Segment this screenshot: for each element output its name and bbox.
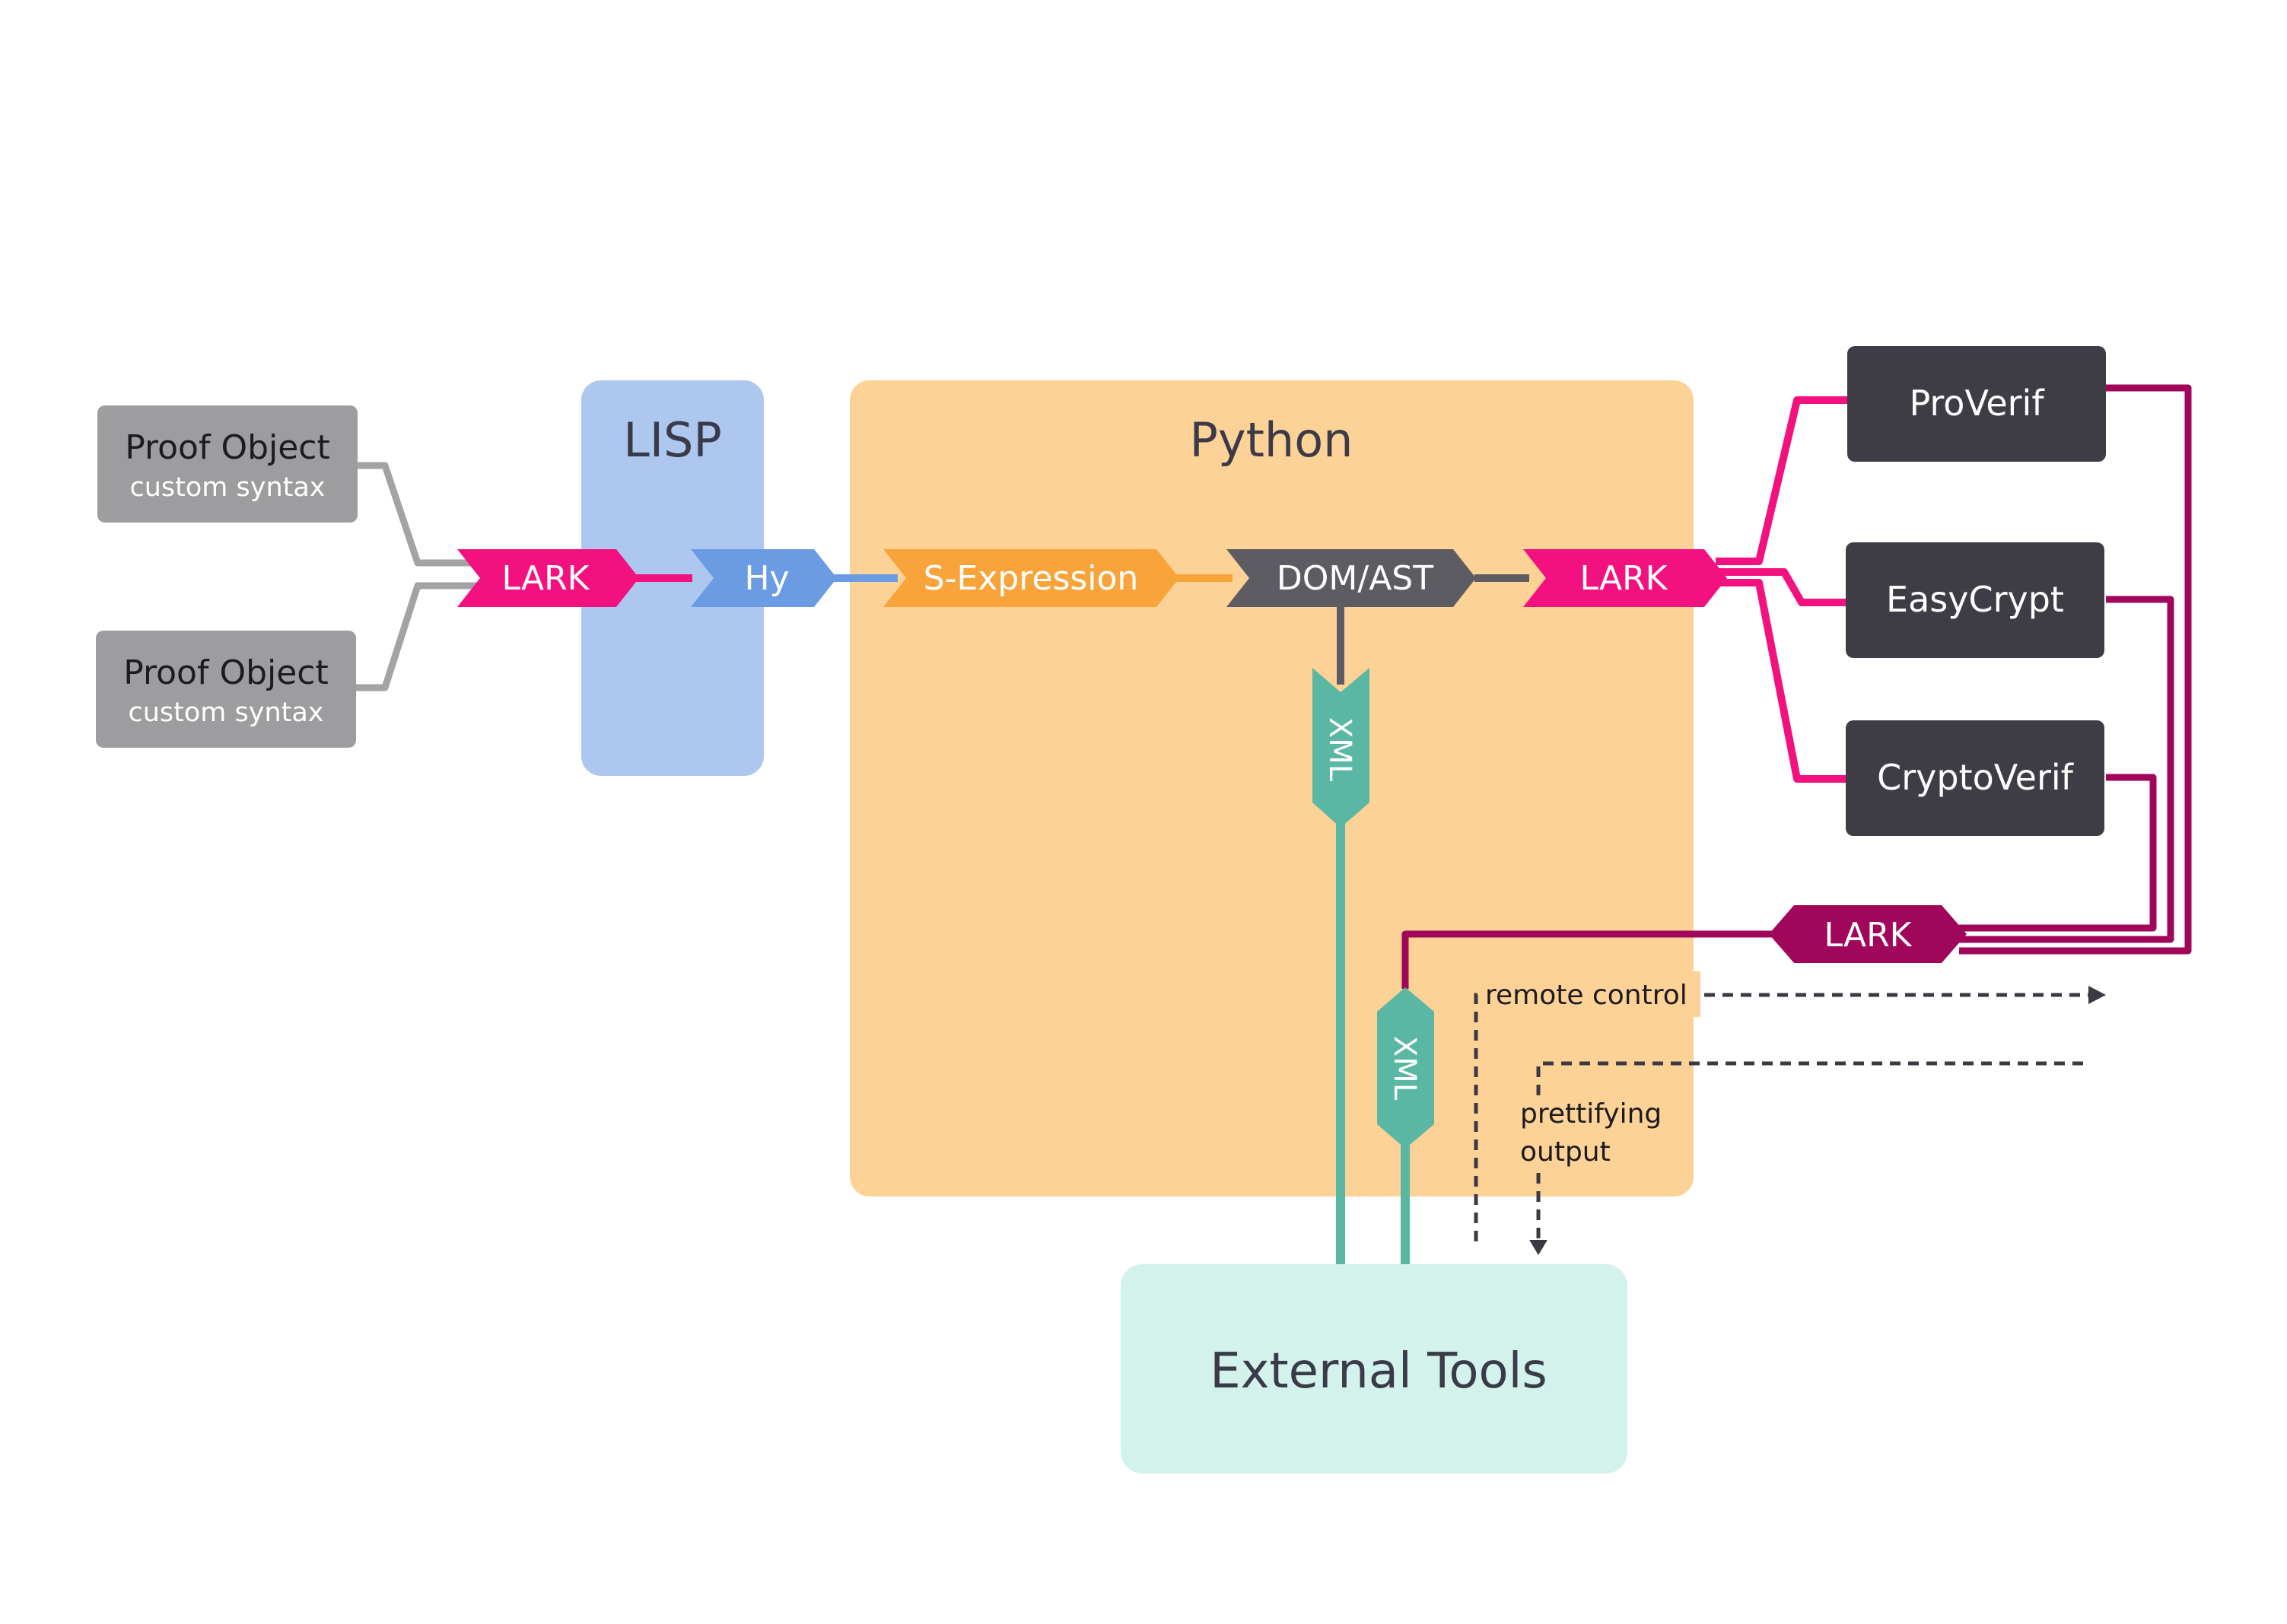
lark-return-tag bbox=[1769, 905, 1967, 963]
remote-control-arrowhead bbox=[2088, 986, 2106, 1004]
proof-object-subtitle-2: custom syntax bbox=[128, 698, 323, 728]
prettifying-label-line1: prettifying bbox=[1520, 1098, 1662, 1130]
prettifying-arrowhead bbox=[1529, 1240, 1547, 1255]
lark-output-label: LARK bbox=[1579, 559, 1668, 598]
external-tools-panel bbox=[1121, 1264, 1627, 1473]
lark-output-tag bbox=[1523, 549, 1727, 607]
prettifying-label-line2: output bbox=[1520, 1136, 1611, 1168]
lark-tool-connectors bbox=[1716, 396, 1850, 783]
remote-control-arrow bbox=[1474, 993, 2088, 1241]
dom-ast-tag bbox=[1226, 549, 1476, 607]
return-connectors bbox=[1401, 384, 2192, 989]
hy-label: Hy bbox=[744, 559, 789, 598]
proverif-box bbox=[1847, 346, 2106, 462]
lisp-title: LISP bbox=[623, 412, 722, 468]
dom-ast-label: DOM/AST bbox=[1277, 559, 1433, 598]
proverif-label: ProVerif bbox=[1909, 383, 2045, 424]
python-title: Python bbox=[1190, 412, 1353, 468]
lark-input-tag bbox=[457, 549, 639, 607]
proof-object-title-1: Proof Object bbox=[125, 428, 330, 467]
s-expression-label: S-Expression bbox=[924, 559, 1139, 598]
xml-upper-tag bbox=[1312, 668, 1369, 828]
prettifying-arrow bbox=[1536, 1061, 2083, 1238]
xml-lower-tag bbox=[1377, 987, 1434, 1149]
python-panel bbox=[850, 380, 1694, 1197]
cryptoverif-box bbox=[1846, 720, 2104, 836]
proof-object-subtitle-1: custom syntax bbox=[129, 472, 325, 503]
s-expression-tag bbox=[883, 549, 1179, 607]
proof-connectors bbox=[355, 462, 476, 691]
remote-control-bg bbox=[1480, 971, 1700, 1017]
lark-input-label: LARK bbox=[501, 559, 590, 598]
proof-object-box-1 bbox=[97, 405, 358, 523]
remote-control-label: remote control bbox=[1485, 980, 1687, 1011]
xml-lower-label: XML bbox=[1387, 1036, 1422, 1101]
external-tools-title: External Tools bbox=[1210, 1343, 1547, 1400]
easycrypt-box bbox=[1846, 542, 2104, 658]
proof-object-title-2: Proof Object bbox=[123, 653, 329, 692]
cryptoverif-label: CryptoVerif bbox=[1877, 757, 2075, 798]
easycrypt-label: EasyCrypt bbox=[1886, 579, 2064, 620]
proof-object-box-2 bbox=[96, 631, 356, 748]
lark-return-label: LARK bbox=[1824, 916, 1912, 955]
xml-upper-label: XML bbox=[1322, 717, 1357, 782]
hy-tag bbox=[691, 549, 837, 607]
